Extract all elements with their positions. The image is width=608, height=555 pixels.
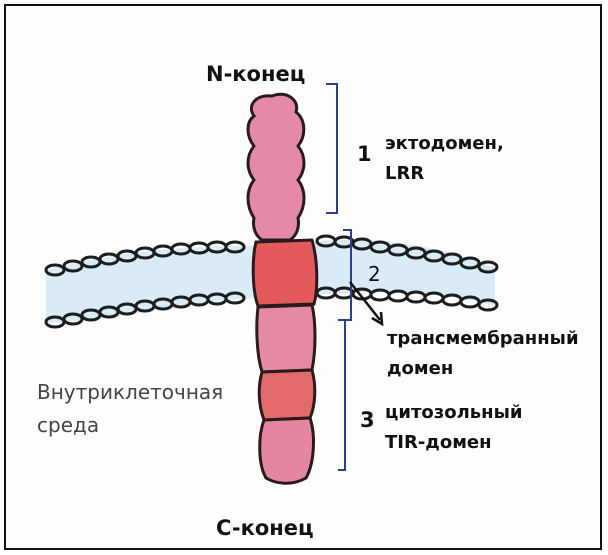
ectodomain-label: эктодомен, LRR bbox=[385, 129, 504, 189]
intracellular-label-line2: среда bbox=[37, 409, 223, 442]
cytosolic-segment-2 bbox=[260, 418, 314, 483]
transmembrane-label: трансмембранный домен bbox=[387, 324, 579, 384]
intracellular-label-line1: Внутриклеточная bbox=[37, 376, 223, 409]
cytosolic-label-line2: TIR-домен bbox=[385, 428, 522, 458]
transmembrane-label-line1: трансмембранный bbox=[387, 324, 579, 354]
tir-domain bbox=[259, 370, 315, 420]
ectodomain-label-line1: эктодомен, bbox=[385, 129, 504, 159]
ectodomain-lrr bbox=[248, 94, 304, 240]
transmembrane-label-line2: домен bbox=[387, 354, 579, 384]
ectodomain-label-line2: LRR bbox=[385, 159, 504, 189]
bracket-1 bbox=[326, 84, 337, 213]
c-terminus-label: C-конец bbox=[216, 516, 314, 540]
intracellular-environment-label: Внутриклеточная среда bbox=[37, 376, 223, 442]
bracket-3 bbox=[338, 320, 345, 470]
cytosolic-segment-1 bbox=[257, 305, 315, 372]
transmembrane-number: 2 bbox=[368, 262, 381, 286]
cytosolic-label-line1: цитозольный bbox=[385, 398, 522, 428]
ectodomain-number: 1 bbox=[357, 142, 372, 166]
n-terminus-label: N-конец bbox=[206, 62, 305, 86]
cytosolic-number: 3 bbox=[360, 408, 375, 432]
transmembrane-domain bbox=[253, 240, 317, 306]
cytosolic-label: цитозольный TIR-домен bbox=[385, 398, 522, 458]
